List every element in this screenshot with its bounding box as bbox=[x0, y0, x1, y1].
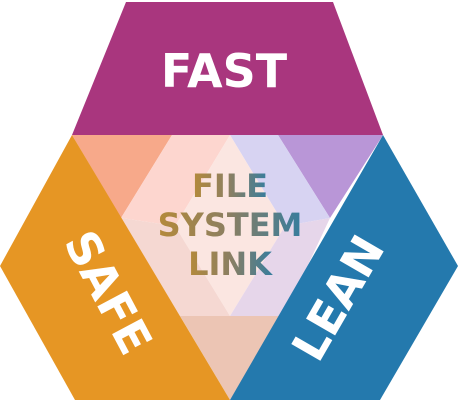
center-bottom-right-region bbox=[230, 218, 330, 316]
center-line-system: SYSTEM bbox=[158, 206, 303, 244]
segment-fast bbox=[72, 2, 383, 135]
center-line-link: LINK bbox=[188, 245, 273, 283]
label-fast: FAST bbox=[161, 44, 288, 98]
segment-lean bbox=[230, 135, 458, 400]
segment-safe bbox=[0, 135, 230, 400]
tint-bottom bbox=[180, 316, 284, 400]
center-bottom-region bbox=[121, 218, 230, 316]
center-line-file: FILE bbox=[192, 167, 268, 205]
tint-top-left bbox=[72, 135, 172, 218]
center-mid-region bbox=[175, 135, 285, 316]
center-top-region bbox=[230, 135, 330, 226]
center-left-region bbox=[121, 135, 230, 226]
tint-top-right bbox=[278, 135, 383, 218]
